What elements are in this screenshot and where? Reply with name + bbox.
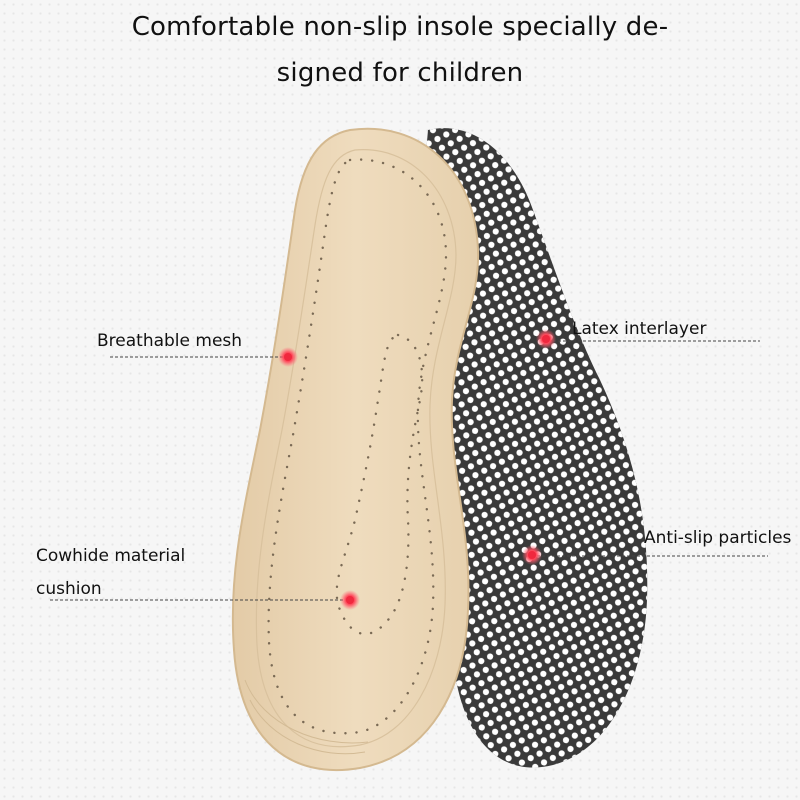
leader-lines xyxy=(50,340,768,601)
callout-breathable-mesh: Breathable mesh xyxy=(97,331,243,351)
title-line-1: Comfortable non-slip insole specially de… xyxy=(131,12,669,42)
callout-cowhide-line-2: cushion xyxy=(36,579,102,599)
callout-latex-interlayer: Latex interlayer xyxy=(572,319,707,339)
dark-insole xyxy=(425,128,648,768)
leather-insole xyxy=(231,127,480,772)
marker-anti-slip-particles xyxy=(522,545,542,565)
marker-breathable-mesh xyxy=(278,347,298,367)
title-line-2: signed for children xyxy=(276,58,524,88)
callout-cowhide-cushion: Cowhide material cushion xyxy=(36,540,185,606)
callout-anti-slip-particles: Anti-slip particles xyxy=(644,528,792,548)
callout-cowhide-line-1: Cowhide material xyxy=(36,546,186,566)
marker-cowhide-cushion xyxy=(340,590,360,610)
marker-latex-interlayer xyxy=(536,329,556,349)
